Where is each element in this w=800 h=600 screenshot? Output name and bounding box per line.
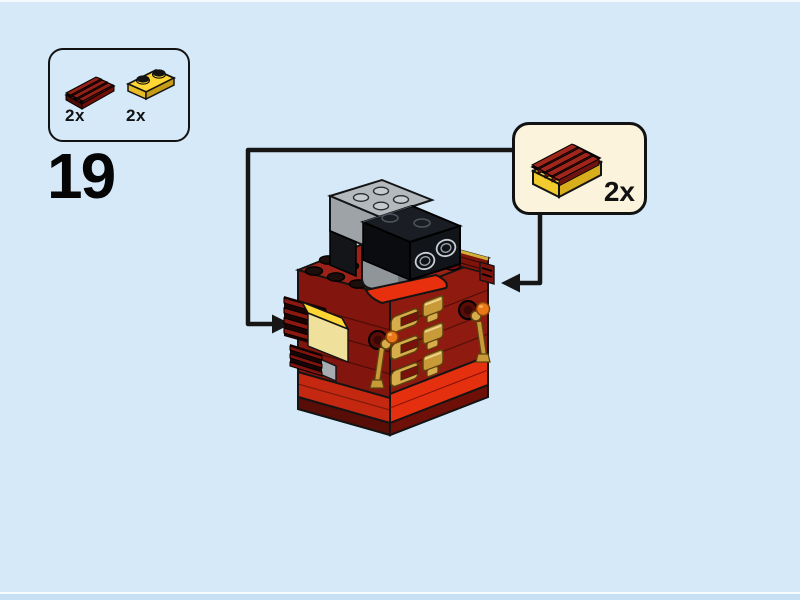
grille-tile-dark-red-icon	[64, 76, 116, 110]
gold-clip-stack	[390, 295, 444, 388]
part-quantity: 2x	[126, 106, 146, 125]
plate-yellow-icon	[125, 69, 177, 101]
parts-panel: 2x 2x	[48, 48, 190, 142]
callout-box: 2x	[512, 122, 647, 215]
model-illustration	[283, 178, 495, 437]
page-top-edge	[0, 0, 800, 2]
yellow-grille-left	[300, 300, 350, 364]
page-bottom-edge-line	[0, 592, 800, 594]
base-plates	[297, 354, 489, 437]
callout-quantity: 2x	[603, 176, 635, 207]
head-black-panel	[329, 229, 357, 278]
page-bottom-edge	[0, 594, 800, 600]
part-quantity: 2x	[65, 106, 85, 125]
gold-wand-right	[458, 300, 491, 363]
head-black-brick	[360, 204, 463, 282]
bright-red-curve	[364, 273, 448, 305]
step-number: 19	[47, 140, 116, 212]
headlight-ring	[435, 238, 457, 258]
headlight-ring	[414, 251, 436, 271]
callout-part-icon	[530, 143, 604, 199]
gold-wand-left	[368, 330, 399, 389]
dark-red-grilles-left	[283, 296, 327, 377]
